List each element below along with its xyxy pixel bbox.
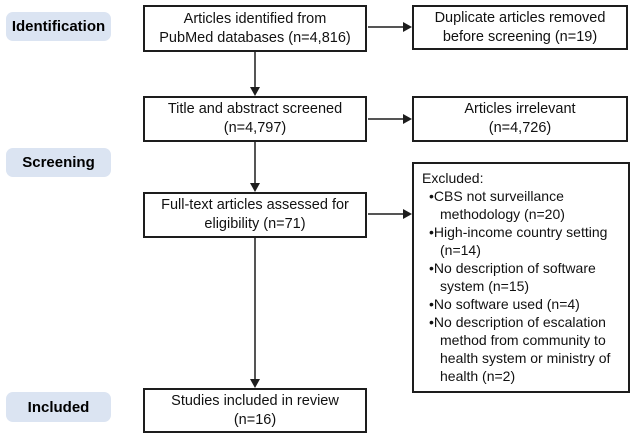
box-articles-identified-line1: Articles identified from	[183, 10, 327, 27]
box-title-abstract-screened: Title and abstract screened (n=4,797)	[143, 96, 367, 142]
box-studies-included-line2: (n=16)	[233, 411, 277, 428]
box-studies-included: Studies included in review (n=16)	[143, 388, 367, 433]
box-duplicates-removed: Duplicate articles removed before screen…	[412, 5, 628, 50]
stage-label-identification: Identification	[6, 12, 111, 41]
arrow-fulltext-to-included	[250, 238, 260, 388]
stage-label-included: Included	[6, 392, 111, 422]
excluded-item-no-description-software: No description of software system (n=15)	[422, 259, 624, 295]
excluded-list: CBS not surveillance methodology (n=20) …	[422, 187, 624, 385]
box-fulltext-assessed-line1: Full-text articles assessed for	[161, 197, 349, 213]
arrow-fulltext-to-excluded	[368, 209, 412, 219]
box-title-abstract-screened-line1: Title and abstract screened	[167, 101, 343, 117]
box-articles-identified-line2: PubMed databases (n=4,816)	[159, 29, 351, 46]
excluded-item-cbs: CBS not surveillance methodology (n=20)	[422, 187, 624, 223]
excluded-item-no-software: No software used (n=4)	[422, 295, 624, 313]
arrow-screened-to-irrelevant	[368, 114, 412, 124]
stage-label-screening: Screening	[6, 148, 111, 177]
box-excluded: Excluded: CBS not surveillance methodolo…	[412, 162, 630, 393]
arrow-identified-to-screened	[250, 52, 260, 96]
arrow-screened-to-fulltext	[250, 142, 260, 192]
box-articles-identified: Articles identified from PubMed database…	[143, 5, 367, 52]
arrow-identified-to-duplicates	[368, 22, 412, 32]
box-articles-irrelevant: Articles irrelevant (n=4,726)	[412, 96, 628, 142]
box-duplicates-removed-line1: Duplicate articles removed	[434, 9, 606, 26]
excluded-item-no-escalation: No description of escalation method from…	[422, 313, 624, 385]
excluded-item-high-income: High-income country setting (n=14)	[422, 223, 624, 259]
box-fulltext-assessed: Full-text articles assessed for eligibil…	[143, 192, 367, 238]
excluded-heading: Excluded:	[422, 170, 484, 186]
box-duplicates-removed-line2: before screening (n=19)	[442, 28, 598, 45]
box-studies-included-line1: Studies included in review	[171, 392, 339, 409]
box-articles-irrelevant-line2: (n=4,726)	[488, 120, 552, 136]
box-fulltext-assessed-line2: eligibility (n=71)	[204, 216, 306, 232]
box-title-abstract-screened-line2: (n=4,797)	[223, 120, 287, 136]
box-articles-irrelevant-line1: Articles irrelevant	[464, 101, 576, 117]
